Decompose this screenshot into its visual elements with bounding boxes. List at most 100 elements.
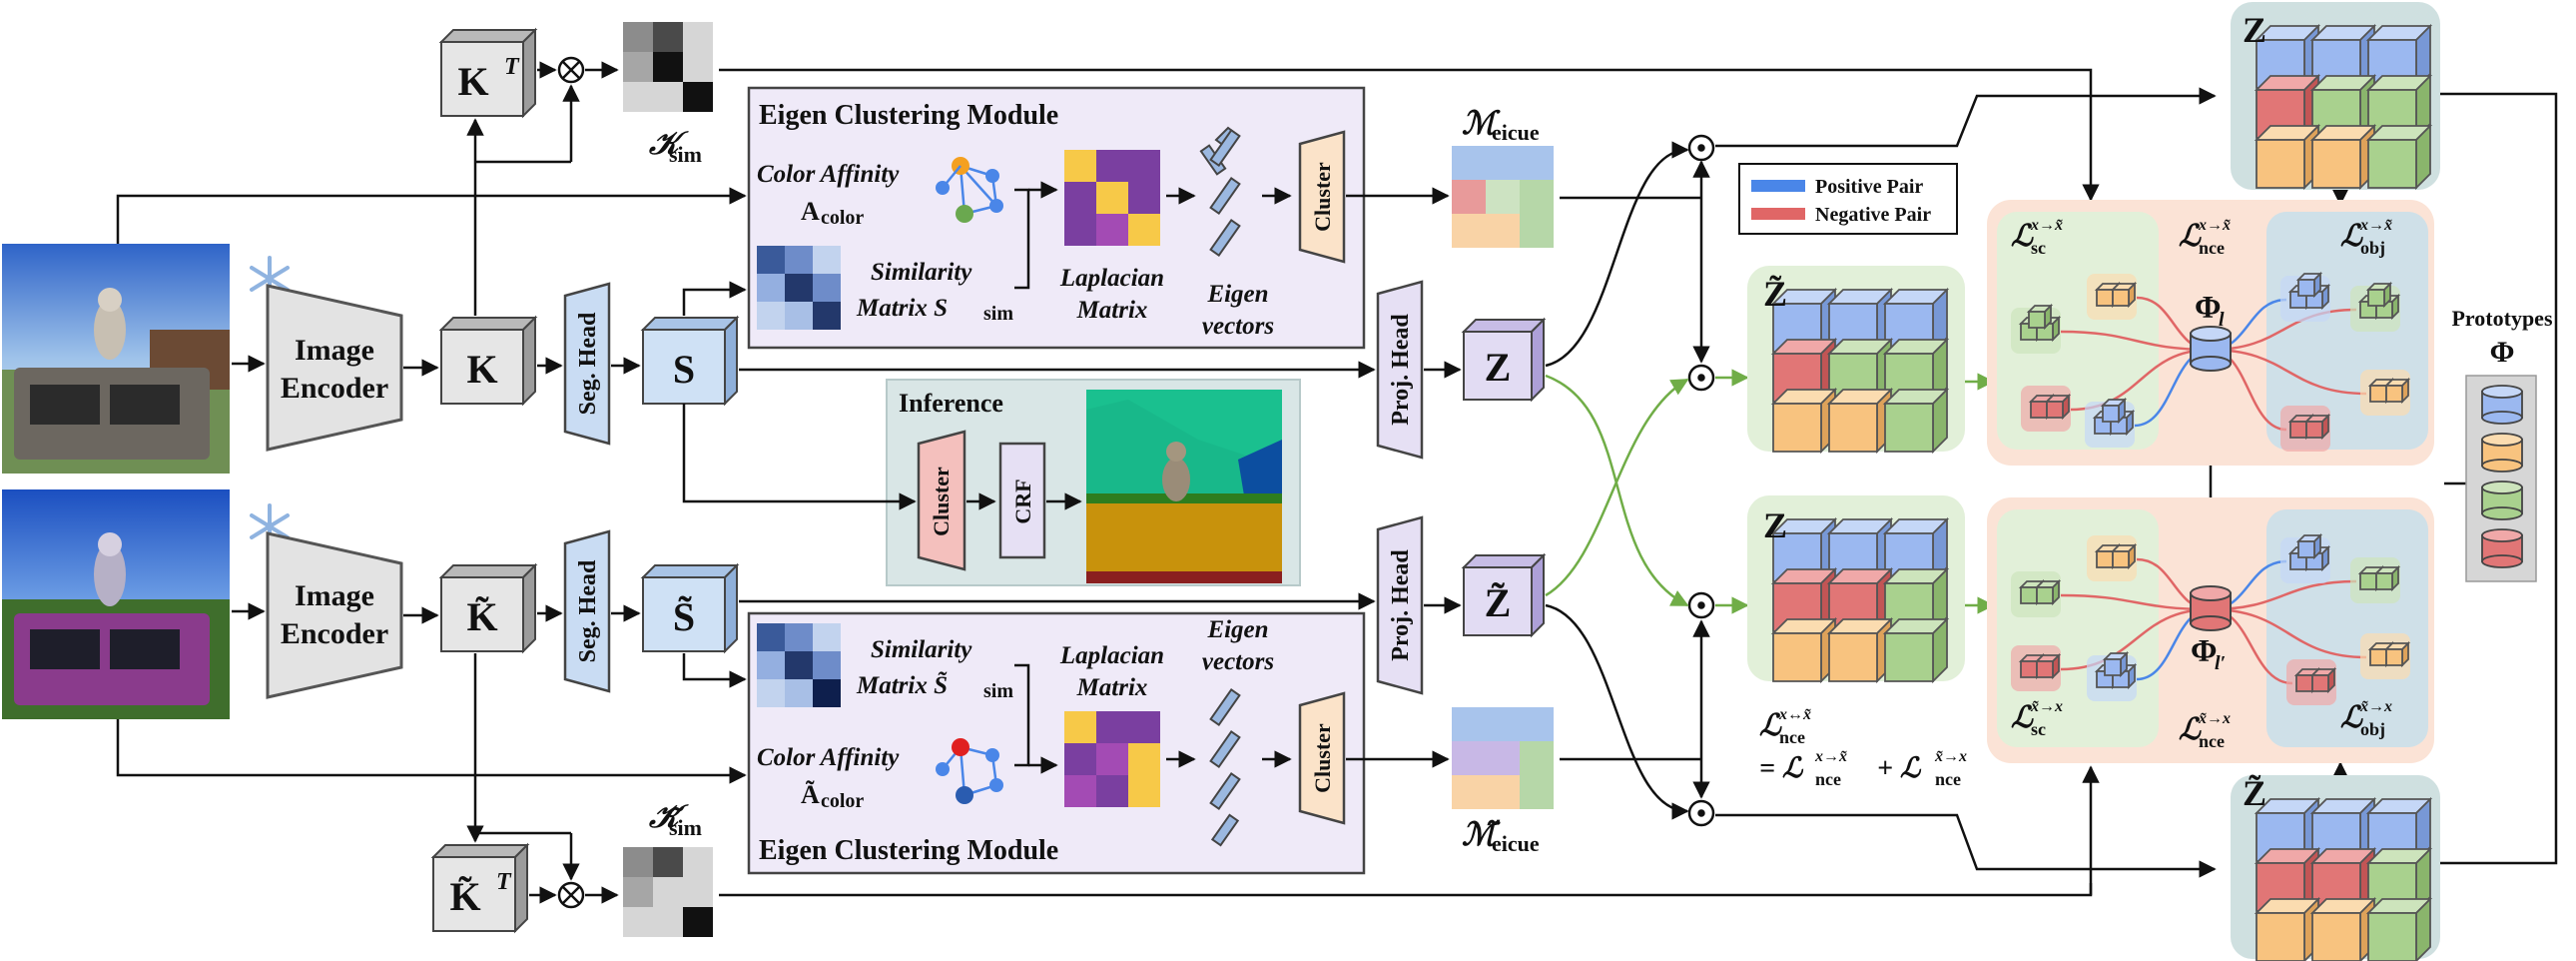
- svg-text:obj: obj: [2360, 238, 2385, 258]
- svg-text:x→x̃: x→x̃: [1814, 748, 1847, 765]
- hadamard-operator: [1687, 134, 1715, 827]
- svg-text:eicue: eicue: [1492, 120, 1540, 145]
- svg-text:Z: Z: [1485, 345, 1512, 390]
- outer-product-operator-bottom: [557, 881, 585, 909]
- svg-text:Image: Image: [295, 334, 374, 367]
- svg-text:+ ℒ: + ℒ: [1877, 753, 1922, 784]
- svg-text:Eigen Clustering Module: Eigen Clustering Module: [759, 835, 1058, 866]
- similarity-matrix-grid: [757, 623, 841, 707]
- svg-text:obj: obj: [2360, 719, 2385, 739]
- negative-pair-edge: [2060, 330, 2212, 352]
- svg-text:Proj. Head: Proj. Head: [1388, 549, 1414, 661]
- cube-cluster-green: [2011, 303, 2062, 354]
- svg-text:Cluster: Cluster: [1310, 162, 1335, 232]
- prototype-blue-icon: [2481, 385, 2523, 425]
- svg-text:ℒ: ℒ: [2179, 220, 2202, 253]
- color-affinity-graph: [936, 157, 1003, 223]
- svg-text:x̃→x: x̃→x: [1934, 748, 1967, 765]
- key-similarity-grid-bottom: 𝒦̃ sim: [623, 798, 713, 937]
- svg-text:Seg. Head: Seg. Head: [575, 559, 601, 662]
- svg-text:x̃→x: x̃→x: [2359, 698, 2392, 715]
- svg-text:ℒ: ℒ: [2011, 220, 2034, 253]
- eigen-clustering-module-top: Eigen Clustering Module Color Affinity A…: [747, 86, 1366, 350]
- tensor-z-top-right: [2231, 2, 2440, 191]
- proj-head-bottom: Proj. Head: [1376, 515, 1424, 695]
- svg-text:Proj. Head: Proj. Head: [1388, 314, 1414, 426]
- svg-text:Prototypes: Prototypes: [2451, 306, 2552, 331]
- svg-text:Φ: Φ: [2191, 632, 2218, 668]
- cube-cluster-orange: [2087, 274, 2138, 320]
- svg-text:Z̃: Z̃: [1485, 580, 1512, 625]
- svg-text:sim: sim: [983, 680, 1013, 702]
- svg-text:Φ: Φ: [2195, 289, 2222, 325]
- svg-text:Negative Pair: Negative Pair: [1815, 204, 1931, 226]
- svg-text:sim: sim: [669, 142, 702, 167]
- svg-text:x̃→x: x̃→x: [2030, 698, 2063, 715]
- svg-text:eicue: eicue: [1492, 831, 1540, 856]
- semantic-feature-s-bottom: S̃: [640, 562, 740, 654]
- green-flow-arrows: [1545, 369, 1995, 614]
- laplacian-matrix-grid: [1064, 711, 1160, 807]
- loss-labels-upper: ℒ sc x→x̃ ℒ nce x→x̃ ℒ obj x→x̃: [2011, 217, 2392, 258]
- svg-text:K: K: [466, 347, 497, 392]
- laplacian-matrix-grid: [1064, 150, 1160, 246]
- cube-cluster-red: [2280, 406, 2331, 452]
- svg-text:Similarity: Similarity: [871, 636, 972, 663]
- key-feature-k-bottom: K̃: [438, 562, 538, 654]
- svg-text:l: l: [2219, 309, 2225, 331]
- svg-text:Matrix S̃: Matrix S̃: [856, 670, 948, 699]
- svg-text:ℒ: ℒ: [2340, 701, 2363, 734]
- cube-cluster-blue: [2280, 532, 2331, 583]
- key-similarity-grid-top: 𝒦 sim: [623, 22, 713, 167]
- prototype-red-icon: [2481, 528, 2523, 568]
- eicue-mask-top: ℳ eicue: [1452, 105, 1554, 248]
- loss-labels-lower: ℒ sc x̃→x ℒ nce x̃→x ℒ obj x̃→x: [2011, 698, 2392, 751]
- svg-text:K̃: K̃: [449, 874, 480, 919]
- cube-cluster-orange: [2360, 370, 2411, 416]
- flow-arrows: [116, 61, 2093, 904]
- color-affinity-graph: [936, 738, 1003, 804]
- cube-cluster-red: [2286, 659, 2337, 705]
- svg-text:sim: sim: [983, 303, 1013, 325]
- input-image-augmented: [2, 489, 230, 719]
- prototype-green-icon: [2481, 480, 2523, 520]
- image-encoder-top: Image Encoder: [266, 284, 403, 452]
- svg-text:Eigen Clustering Module: Eigen Clustering Module: [759, 100, 1058, 131]
- pair-legend: Positive Pair Negative Pair: [1738, 163, 1958, 235]
- svg-text:T: T: [504, 54, 520, 80]
- svg-text:x̃→x: x̃→x: [2198, 710, 2231, 727]
- semantic-feature-s-top: S: [640, 315, 740, 407]
- cube-cluster-green: [2350, 557, 2401, 603]
- svg-text:Encoder: Encoder: [281, 372, 388, 405]
- eigen-vectors-icon: [1209, 687, 1241, 847]
- svg-text:nce: nce: [1779, 727, 1805, 747]
- svg-text:Color Affinity: Color Affinity: [757, 744, 900, 771]
- svg-text:ℒ: ℒ: [2179, 713, 2202, 746]
- svg-text:Eigen: Eigen: [1206, 281, 1268, 308]
- z-tilde-label-bottom-right: Z̃: [2243, 773, 2266, 813]
- tensor-z-tilde-upper: [1747, 266, 1965, 455]
- svg-text:Ã: Ã: [801, 780, 820, 809]
- svg-text:vectors: vectors: [1202, 313, 1274, 340]
- cube-cluster-red: [2021, 386, 2072, 432]
- segmentation-result-image: [1086, 390, 1282, 583]
- svg-text:Seg. Head: Seg. Head: [575, 312, 601, 415]
- tensor-z-lower: [1747, 495, 1965, 684]
- key-transpose-top: K T: [438, 27, 538, 119]
- seg-head-top: Seg. Head: [563, 282, 611, 446]
- svg-text:x→x̃: x→x̃: [2198, 217, 2231, 234]
- svg-text:ℒ: ℒ: [2011, 701, 2034, 734]
- flow-arrows-right: [1545, 80, 2558, 895]
- prototype-phi-l-icon: Φ l: [2190, 289, 2232, 372]
- svg-text:Cluster: Cluster: [929, 467, 954, 536]
- svg-text:ℳ̃: ℳ̃: [1462, 816, 1501, 852]
- svg-text:nce: nce: [1815, 769, 1841, 789]
- svg-text:A: A: [801, 197, 820, 226]
- svg-text:Matrix S: Matrix S: [856, 295, 948, 322]
- svg-text:color: color: [821, 207, 864, 229]
- seg-head-bottom: Seg. Head: [563, 529, 611, 693]
- negative-pair-edge: [2210, 308, 2357, 352]
- key-transpose-bottom: K̃ T: [430, 842, 530, 934]
- svg-text:ℳ: ℳ: [1462, 105, 1501, 141]
